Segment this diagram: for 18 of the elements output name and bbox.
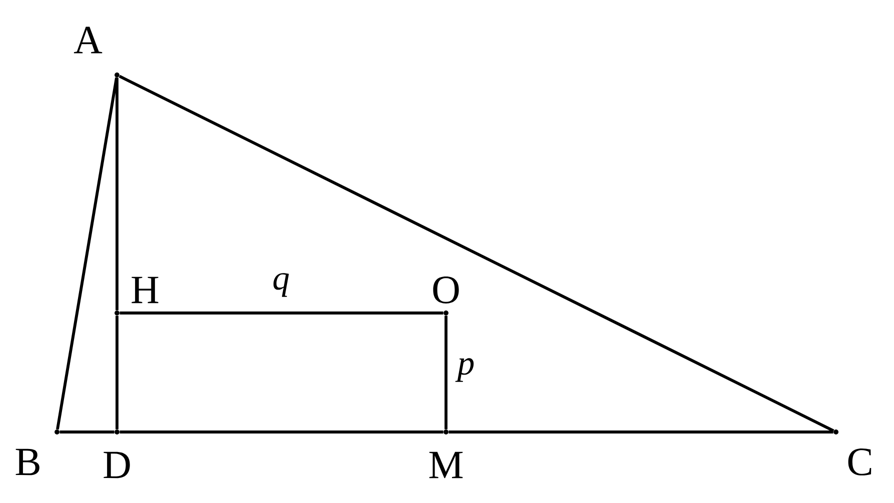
point-label: A: [74, 26, 102, 54]
line-segment: [120, 430, 444, 434]
point-label: C: [848, 448, 872, 476]
line-segment: [116, 78, 118, 310]
line-segment: [444, 316, 448, 430]
line-segment: [120, 312, 444, 314]
point-label: H: [132, 276, 158, 304]
line-segment: [56, 77, 118, 430]
point-label: M: [429, 452, 463, 478]
line-segment: [448, 430, 834, 434]
point-label: O: [433, 276, 459, 304]
line-segment: [116, 316, 118, 430]
point-label: B: [16, 448, 40, 476]
edge-label: q: [274, 273, 289, 297]
point-label: D: [104, 452, 130, 478]
line-segment: [118, 74, 834, 432]
edge-label: p: [455, 358, 474, 382]
line-segment: [60, 430, 114, 434]
